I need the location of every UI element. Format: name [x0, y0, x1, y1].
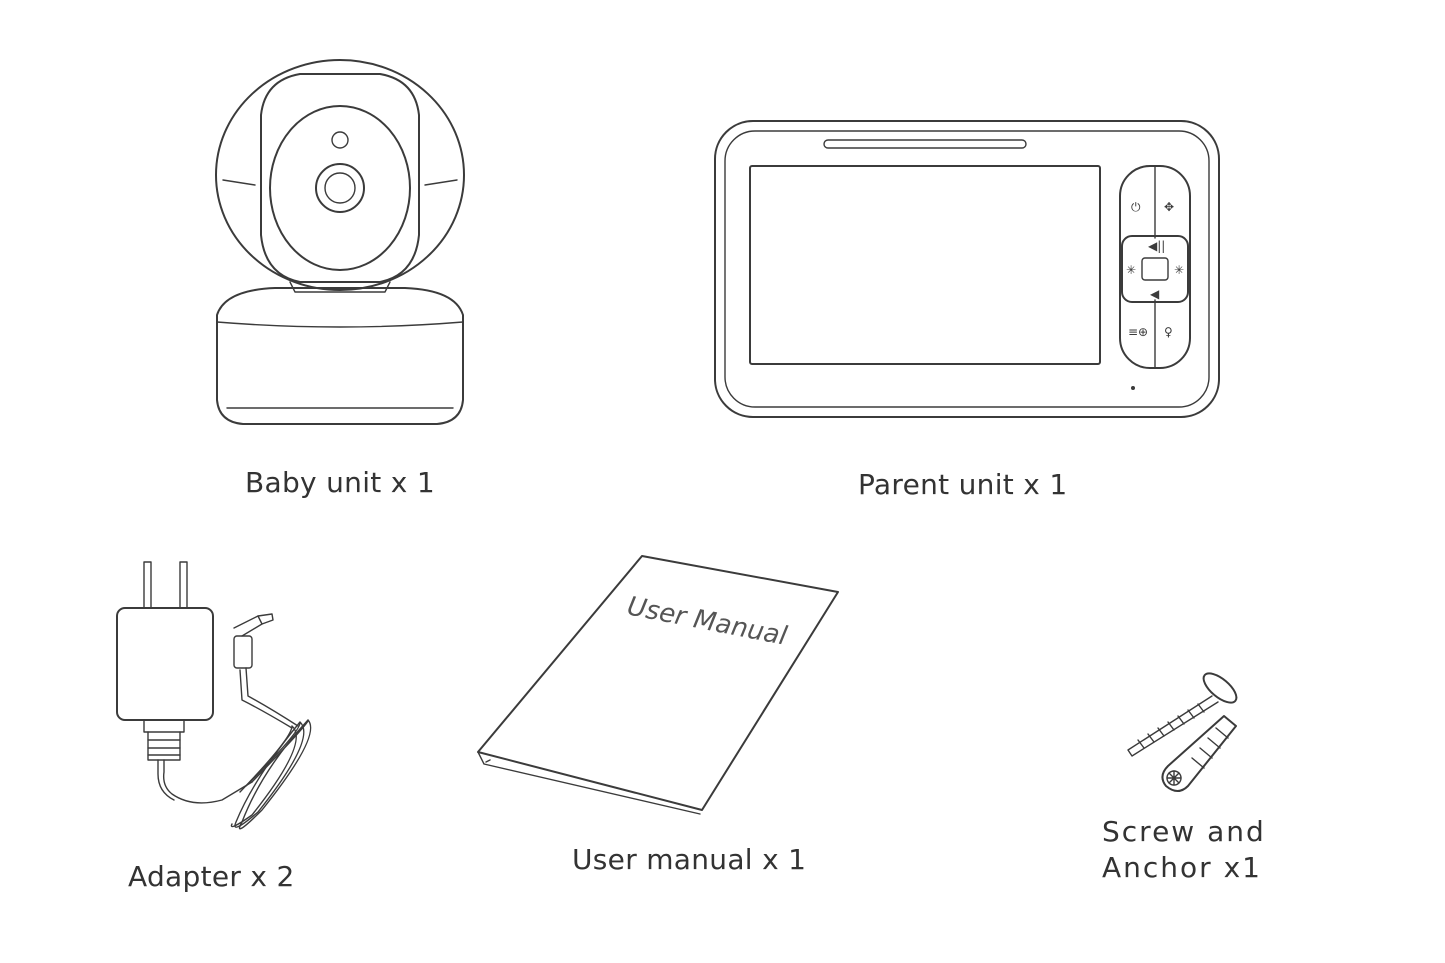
screw-anchor-caption-line1: Screw and: [1102, 815, 1266, 848]
parent-unit-item: ⏻ ✥ ◀|| ✳ ✳ ◀ ≡⊕ ♀: [712, 118, 1222, 420]
svg-text:✥: ✥: [1164, 200, 1174, 214]
parent-unit-caption: Parent unit x 1: [858, 468, 1068, 501]
screw-anchor-caption: Screw and Anchor x1: [1102, 814, 1302, 886]
parent-monitor-icon: ⏻ ✥ ◀|| ✳ ✳ ◀ ≡⊕ ♀: [714, 120, 1220, 418]
user-manual-caption: User manual x 1: [572, 843, 807, 876]
svg-text:⏻: ⏻: [1131, 200, 1141, 214]
svg-text:◀||: ◀||: [1148, 239, 1165, 253]
baby-unit-item: [205, 59, 475, 430]
svg-text:♀: ♀: [1164, 325, 1173, 339]
user-manual-booklet-icon: User Manual: [477, 555, 839, 815]
baby-unit-caption: Baby unit x 1: [245, 466, 435, 499]
power-adapter-icon: [116, 561, 312, 830]
svg-text:✳: ✳: [1126, 263, 1136, 277]
screw-anchor-icon: [1127, 672, 1238, 792]
baby-camera-icon: [215, 59, 465, 425]
svg-text:✳: ✳: [1174, 263, 1184, 277]
svg-text:◀: ◀: [1150, 287, 1160, 301]
screw-anchor-caption-line2: Anchor x1: [1102, 851, 1262, 884]
adapter-caption: Adapter x 2: [128, 860, 295, 893]
screw-anchor-item: [1118, 668, 1248, 798]
user-manual-item: User Manual: [474, 552, 844, 815]
svg-text:≡⊕: ≡⊕: [1128, 325, 1148, 339]
adapter-item: [112, 560, 322, 840]
manual-cover-title: User Manual: [625, 591, 791, 652]
